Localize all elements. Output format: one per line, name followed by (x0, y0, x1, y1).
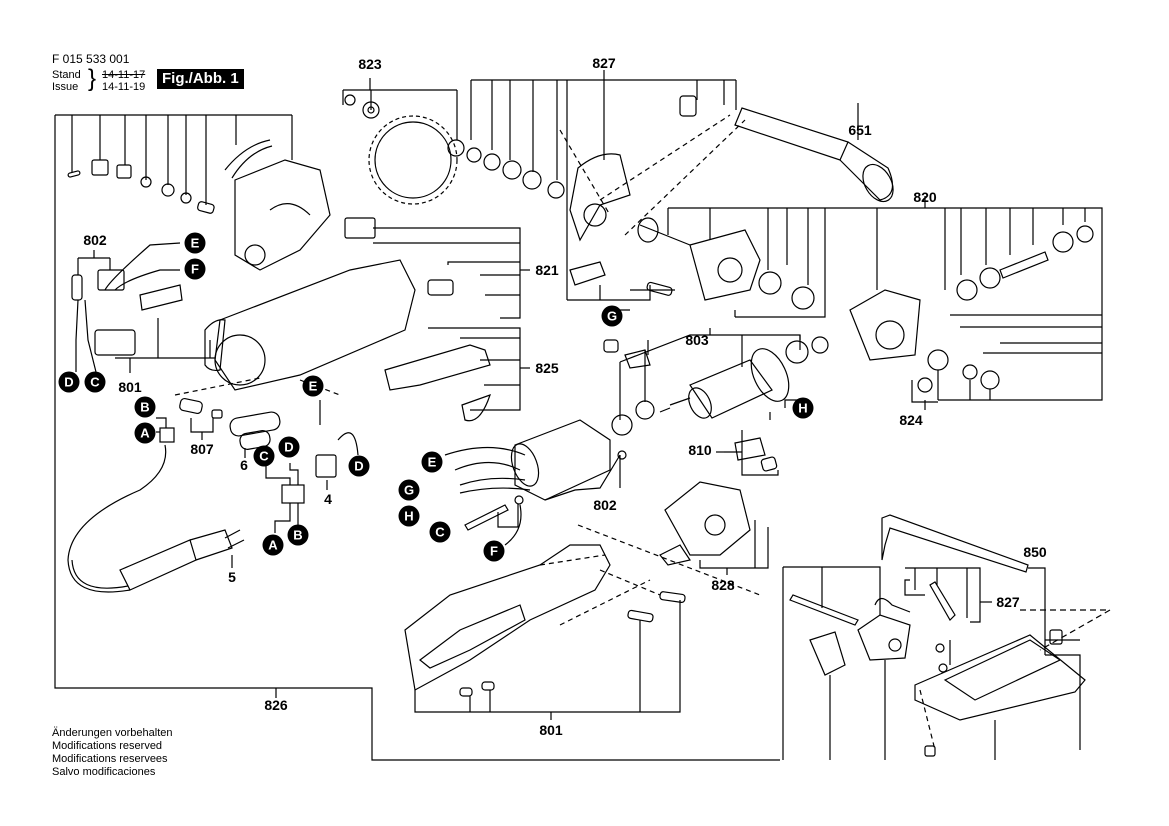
part-number-6: 6 (240, 457, 248, 473)
document-number: F 015 533 001 (52, 52, 130, 66)
power-cable (67, 444, 167, 593)
stand-date-struck: 14-11-17 (102, 69, 146, 81)
part-number-651: 651 (848, 122, 872, 138)
connector-badge-g: G (398, 479, 420, 501)
frame-826 (54, 115, 780, 761)
part-number-801: 801 (539, 722, 563, 738)
part-number-807: 807 (190, 441, 214, 457)
part-number-821: 821 (535, 262, 559, 278)
spindle-handle (734, 107, 849, 161)
connector-badge-c: C (429, 521, 451, 543)
part-number-828: 828 (711, 577, 735, 593)
connector-badge-a: A (262, 534, 284, 556)
housing-half-left (404, 544, 611, 691)
field-stator (514, 419, 611, 501)
part-number-4: 4 (324, 491, 332, 507)
part-number-823: 823 (358, 56, 382, 72)
part-number-827: 827 (996, 594, 1020, 610)
base-plate (914, 634, 1086, 721)
armature (689, 359, 773, 419)
housing-half-right (214, 259, 416, 391)
notice-line-es: Salvo modificaciones (52, 766, 156, 778)
connector-badge-g: G (601, 305, 623, 327)
part-number-850: 850 (1023, 544, 1047, 560)
connector-badge-d: D (58, 371, 80, 393)
figure-label: Fig./Abb. 1 (157, 69, 244, 89)
connector-badge-e: E (302, 375, 324, 397)
connector-badge-e: E (184, 232, 206, 254)
parallel-guide (881, 514, 1029, 573)
notice-line-en: Modifications reserved (52, 740, 163, 752)
connector-badge-f: F (483, 540, 505, 562)
notice-line-de: Änderungen vorbehalten (52, 727, 173, 739)
modifications-notice: Änderungen vorbehalten Modifications res… (52, 727, 172, 779)
connector-badge-h: H (792, 397, 814, 419)
stand-issue-labels: Stand Issue (52, 69, 81, 93)
part-number-802: 802 (83, 232, 107, 248)
connector-badge-d: D (278, 436, 300, 458)
issue-date: 14-11-19 (102, 81, 146, 93)
notice-line-fr: Modifications reservees (52, 753, 168, 765)
plug-boot (119, 539, 197, 591)
part-number-810: 810 (688, 442, 712, 458)
connector-badge-e: E (421, 451, 443, 473)
connector-badge-b: B (287, 524, 309, 546)
part-number-826: 826 (264, 697, 288, 713)
part-number-802: 802 (593, 497, 617, 513)
blade-guard (569, 153, 631, 242)
part-number-803: 803 (685, 332, 709, 348)
part-number-824: 824 (899, 412, 923, 428)
blade-guard-bracket (234, 159, 331, 271)
connector-badge-h: H (398, 505, 420, 527)
stand-label: Stand (52, 69, 81, 81)
saw-blade (368, 115, 458, 205)
motor-end-cap (664, 481, 751, 556)
gear-housing-rear (849, 289, 921, 361)
part-number-825: 825 (535, 360, 559, 376)
connector-badge-c: C (84, 371, 106, 393)
brace-glyph: } (88, 65, 97, 92)
connector-badge-c: C (253, 445, 275, 467)
connector-badge-d: D (348, 455, 370, 477)
issue-label: Issue (52, 81, 79, 93)
part-number-827: 827 (592, 55, 616, 71)
connector-badge-a: A (134, 422, 156, 444)
part-number-801: 801 (118, 379, 142, 395)
connector-badge-f: F (184, 258, 206, 280)
part-number-820: 820 (913, 189, 937, 205)
part-number-5: 5 (228, 569, 236, 585)
connector-badge-b: B (134, 396, 156, 418)
gear-housing-front (689, 229, 761, 301)
